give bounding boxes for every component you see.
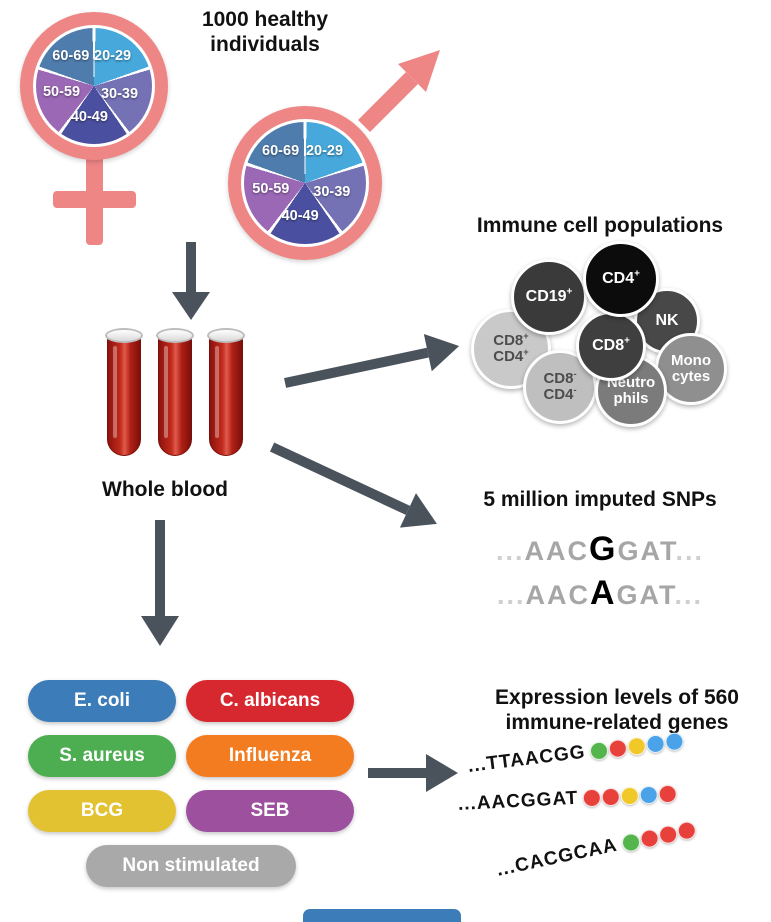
expression-dot-red	[657, 823, 679, 846]
stimuli-to-expression-arrow	[368, 754, 458, 792]
tube-cap	[156, 328, 194, 343]
cell-label-line: CD4+	[602, 269, 640, 288]
blood-tube	[207, 328, 245, 456]
cell-cd8neg-cd4neg: CD8-CD4-	[523, 350, 597, 424]
male-symbol: 20-29 30-39 40-49 50-59 60-69	[228, 106, 382, 260]
female-age-pie: 20-29 30-39 40-49 50-59 60-69	[36, 28, 152, 144]
immune-populations-title: Immune cell populations	[476, 214, 724, 237]
male-age-pie: 20-29 30-39 40-49 50-59 60-69	[244, 122, 366, 244]
tube-highlight	[113, 346, 117, 438]
age-group-label: 60-69	[262, 143, 300, 160]
stimulus-pill-bcg: BCG	[28, 790, 176, 832]
cohort-title: 1000 healthy individuals	[201, 8, 329, 56]
gene-sequence-text: ...AACGGAT	[457, 787, 579, 815]
individuals-to-blood-arrow	[172, 242, 210, 320]
tube-cap	[207, 328, 245, 343]
cropped-pill	[303, 909, 461, 922]
stimulus-pill-seb: SEB	[186, 790, 354, 832]
cell-cd8pos: CD8+	[576, 311, 646, 381]
blood-to-snps-arrow	[264, 430, 445, 541]
age-group-label: 50-59	[42, 83, 81, 100]
expression-dot-blue	[639, 785, 659, 805]
cell-cd4pos: CD4+	[583, 241, 659, 317]
blood-tubes	[105, 328, 245, 456]
stimulus-pill-e-coli: E. coli	[28, 680, 176, 722]
whole-blood-label: Whole blood	[102, 478, 228, 501]
age-group-label: 40-49	[281, 207, 319, 224]
tube-body	[209, 335, 243, 456]
cell-cd19pos: CD19+	[511, 259, 587, 335]
stimulus-pill-non-stimulated: Non stimulated	[86, 845, 296, 887]
age-group-label: 30-39	[100, 86, 139, 103]
male-symbol-ring: 20-29 30-39 40-49 50-59 60-69	[228, 106, 382, 260]
cell-label-line: CD4+	[493, 347, 529, 365]
age-group-label: 60-69	[52, 47, 90, 64]
snps-title: 5 million imputed SNPs	[483, 488, 717, 511]
expression-dot-yellow	[627, 736, 648, 757]
age-group-label: 30-39	[313, 183, 351, 200]
cell-label-line: CD4-	[543, 385, 577, 403]
expression-dot-green	[589, 740, 610, 761]
cell-label-line: NK	[655, 312, 679, 330]
age-group-label: 50-59	[252, 181, 290, 198]
stimulus-pill-s-aureus: S. aureus	[28, 735, 176, 777]
expression-dot-red	[582, 788, 602, 808]
tube-cap	[105, 328, 143, 343]
blood-tube	[156, 328, 194, 456]
gene-sequence-text: ...TTAACGG	[466, 741, 587, 777]
cell-label-line: CD8+	[493, 330, 529, 349]
expression-dot-red	[676, 820, 698, 842]
age-group-label: 20-29	[94, 47, 132, 64]
cell-label-line: CD8-	[543, 368, 577, 387]
tube-body	[107, 335, 141, 456]
age-group-label: 40-49	[70, 109, 108, 126]
cell-label-line: Mono	[671, 351, 711, 369]
cell-label-line: cytes	[671, 368, 711, 385]
gene-sequence: ...AACGGAT	[457, 783, 678, 816]
snp-sequence: ...AACAGAT...	[496, 574, 704, 612]
gene-sequence: ...TTAACGG	[467, 730, 685, 778]
expression-dot-red	[658, 784, 678, 804]
blood-tube	[105, 328, 143, 456]
expression-dot-red	[608, 738, 629, 759]
expression-title: Expression levels of 560 immune-related …	[495, 686, 739, 734]
cell-label-line: CD19+	[525, 287, 573, 306]
expression-dot-red	[601, 787, 621, 807]
stimulus-pill-influenza: Influenza	[186, 735, 354, 777]
female-symbol-ring: 20-29 30-39 40-49 50-59 60-69	[20, 12, 168, 160]
female-symbol-cross-horizontal	[53, 191, 136, 208]
gene-sequence-text: ...CACGCAA	[494, 834, 620, 881]
expression-dot-yellow	[620, 786, 640, 806]
stimulus-pill-c-albicans: C. albicans	[186, 680, 354, 722]
snp-sequences: ...AACGGAT... ...AACAGAT...	[450, 528, 750, 616]
cell-label-line: CD8+	[592, 336, 630, 355]
age-group-label: 20-29	[305, 143, 344, 160]
cell-label-line: phils	[613, 390, 649, 407]
snp-sequence: ...AACGGAT...	[496, 530, 704, 568]
blood-to-cells-arrow	[281, 327, 463, 401]
male-symbol-arrow	[357, 50, 440, 133]
blood-to-stimuli-arrow	[141, 520, 179, 646]
expression-dot-red	[638, 827, 661, 850]
tube-highlight	[164, 346, 168, 438]
expression-dot-blue	[645, 733, 666, 754]
tube-body	[158, 335, 192, 456]
expression-dot-green	[620, 831, 642, 854]
female-symbol: 20-29 30-39 40-49 50-59 60-69	[20, 12, 170, 248]
tube-highlight	[215, 346, 219, 438]
gene-sequence: ...CACGCAA	[495, 818, 698, 882]
